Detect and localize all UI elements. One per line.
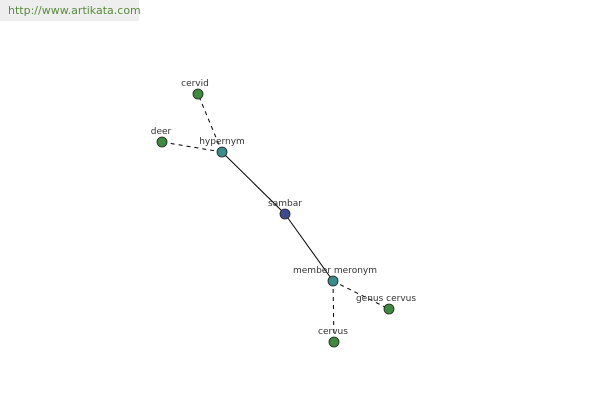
edge-member-meronym-cervus [332,280,335,343]
edge-sambar-hypernym [221,151,286,215]
nodes-layer: sambar hypernym member meronym cervid deer ge… [151,79,416,348]
node-dot-deer[interactable] [156,136,168,148]
node-label-genus-cervus[interactable]: genus cervus [356,294,416,304]
node-dot-hypernym[interactable] [216,146,228,158]
node-hypernym[interactable]: hypernym [199,137,245,158]
node-dot-cervid[interactable] [192,88,204,100]
node-sambar[interactable]: sambar [268,199,302,220]
node-dot-cervus[interactable] [328,336,340,348]
node-cervus[interactable]: cervus [318,327,348,348]
node-label-hypernym[interactable]: hypernym [199,137,245,147]
edges-layer [161,93,390,343]
node-label-member-meronym[interactable]: member meronym [293,266,377,276]
node-dot-genus-cervus[interactable] [383,303,395,315]
url-banner: http://www.artikata.com [0,0,141,21]
site-url-link[interactable]: http://www.artikata.com [8,4,141,17]
edge-hypernym-deer [161,141,223,153]
node-member-meronym[interactable]: member meronym [293,266,377,287]
node-label-cervid[interactable]: cervid [181,79,209,89]
edge-member-meronym-genus-cervus [332,280,390,310]
node-dot-member-meronym[interactable] [327,275,339,287]
node-label-deer[interactable]: deer [151,127,172,137]
edge-hypernym-cervid [197,93,223,153]
edge-sambar-member-meronym [284,213,334,282]
node-cervid[interactable]: cervid [181,79,209,100]
node-label-sambar[interactable]: sambar [268,199,302,209]
node-deer[interactable]: deer [151,127,172,148]
node-genus-cervus[interactable]: genus cervus [356,294,416,315]
node-label-cervus[interactable]: cervus [318,327,348,337]
node-dot-sambar[interactable] [279,208,291,220]
